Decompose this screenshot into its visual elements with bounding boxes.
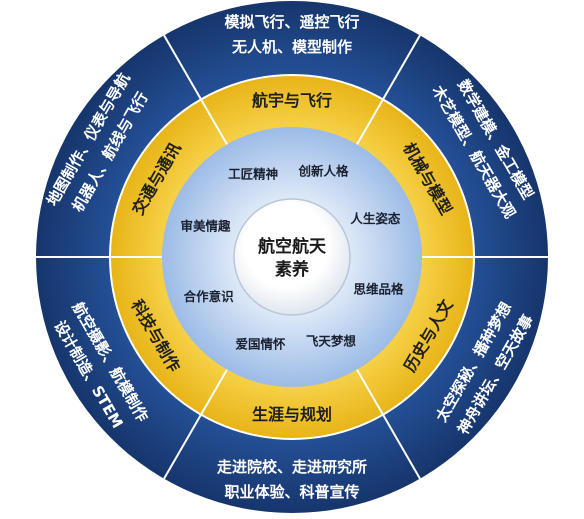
- core-quality: 创新人格: [297, 164, 349, 179]
- outer-sector-divider: [163, 34, 202, 100]
- middle-sector-divider: [200, 369, 228, 416]
- module-topic: 模拟飞行、遥控飞行: [224, 13, 359, 31]
- core-circle: [233, 198, 351, 316]
- middle-sector-divider: [200, 98, 228, 145]
- core-quality: 合作意识: [184, 289, 235, 304]
- module-topic: 走进院校、走进研究所: [217, 458, 367, 476]
- module-topic: 无人机、模型制作: [231, 38, 352, 56]
- module-title: 生涯与规划: [252, 405, 332, 424]
- outer-sector-divider: [382, 414, 421, 480]
- middle-sector-divider: [356, 369, 384, 416]
- core-quality: 工匠精神: [228, 167, 278, 182]
- core-quality: 思维品格: [353, 281, 404, 296]
- module-topic: 职业体验、科普宣传: [224, 483, 359, 501]
- module-title: 航宇与飞行: [252, 91, 332, 110]
- core-title-line-1: 航空航天: [258, 236, 327, 257]
- core-quality: 飞天梦想: [306, 333, 357, 348]
- outer-sector-divider: [382, 34, 421, 100]
- outer-sector-divider: [163, 414, 202, 480]
- core-quality: 人生姿态: [350, 211, 401, 226]
- middle-sector-divider: [356, 98, 384, 145]
- core-title-line-2: 素养: [275, 259, 310, 280]
- core-quality: 爱国情怀: [236, 336, 287, 351]
- core-quality: 审美情趣: [181, 219, 232, 234]
